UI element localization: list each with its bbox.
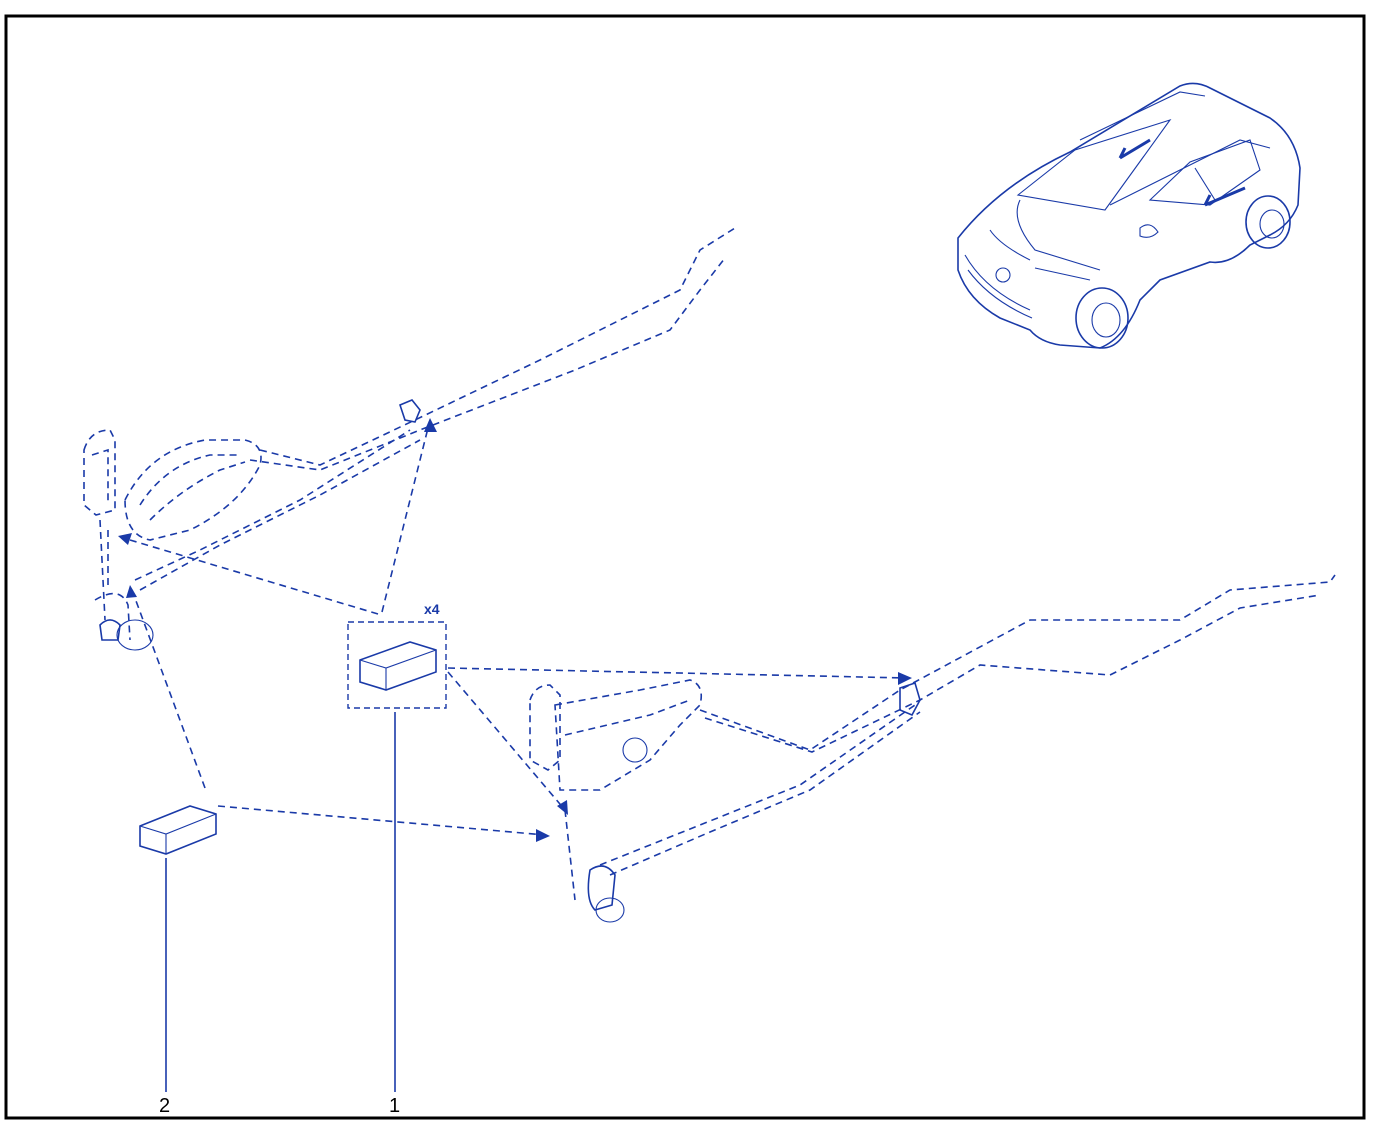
door-lock-assembly-rear-icon [529,574,1336,923]
arrowheads [118,418,912,842]
part-1-leader-lines [129,419,909,1092]
vehicle-illustration-icon [957,82,1301,349]
quantity-label: x4 [424,601,440,617]
part-1-group: x4 [347,601,447,709]
callout-2: 2 [159,1095,170,1117]
part-1-dashed-frame [347,621,447,709]
part-2-block-icon [139,805,217,855]
part-1-block-icon [359,641,437,691]
part-2-leader-lines [131,589,546,1092]
door-lock-assembly-front-icon [83,227,736,651]
callout-1: 1 [389,1095,400,1117]
diagram-frame [4,14,1366,1120]
